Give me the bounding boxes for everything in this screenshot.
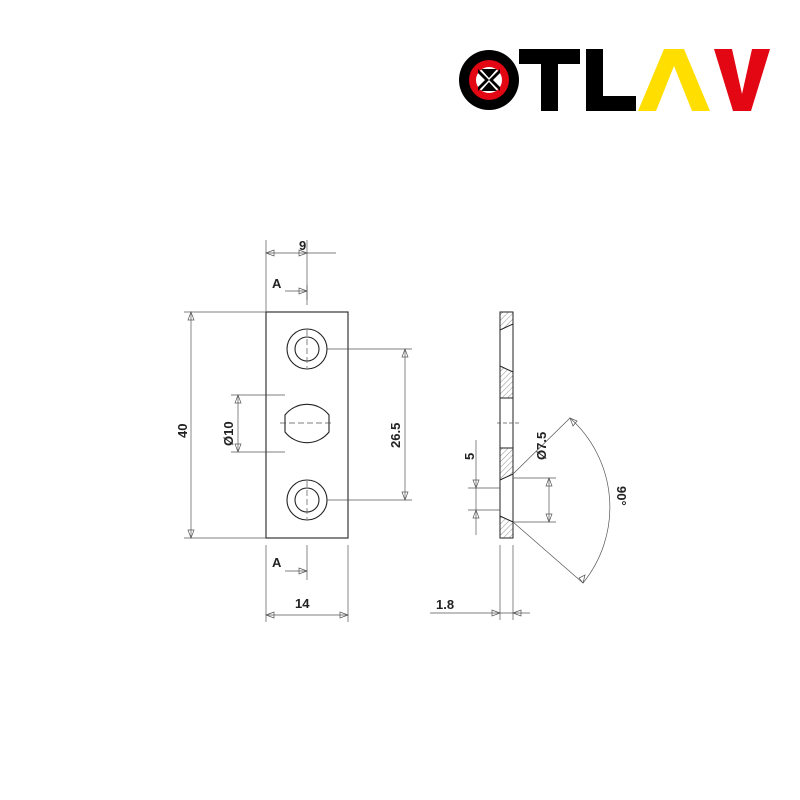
section-a-top: A <box>272 276 282 291</box>
logo-letter-a: A <box>0 0 710 111</box>
logo-letter-v: V <box>0 0 770 111</box>
dim-countersink: Ø7.5 <box>534 432 549 460</box>
side-view: 90° Ø7.5 5 1.8 <box>430 311 629 620</box>
otlav-cross-circle-icon <box>459 50 519 110</box>
svg-text:A: A <box>0 0 1 1</box>
logo-letter-l: L <box>0 0 636 111</box>
dim-angle: 90° <box>614 486 629 506</box>
dim-center-hole: Ø10 <box>221 421 236 446</box>
center-hole <box>284 403 330 444</box>
dim-hole-spacing: 26.5 <box>388 423 403 448</box>
dim-height: 40 <box>175 424 190 438</box>
svg-text:V: V <box>0 0 1 1</box>
logo-letter-t: T <box>0 0 580 111</box>
svg-text:L: L <box>0 0 1 1</box>
otlav-logo: T L A V <box>0 0 770 111</box>
dim-thickness: 1.8 <box>436 597 454 612</box>
dim-bottom-width: 14 <box>295 596 310 611</box>
front-view: 9 A 40 Ø10 26.5 A <box>175 238 412 622</box>
dim-depth: 5 <box>462 453 477 460</box>
svg-text:T: T <box>0 0 1 1</box>
dim-top-width: 9 <box>299 238 306 253</box>
section-a-bottom: A <box>272 555 282 570</box>
